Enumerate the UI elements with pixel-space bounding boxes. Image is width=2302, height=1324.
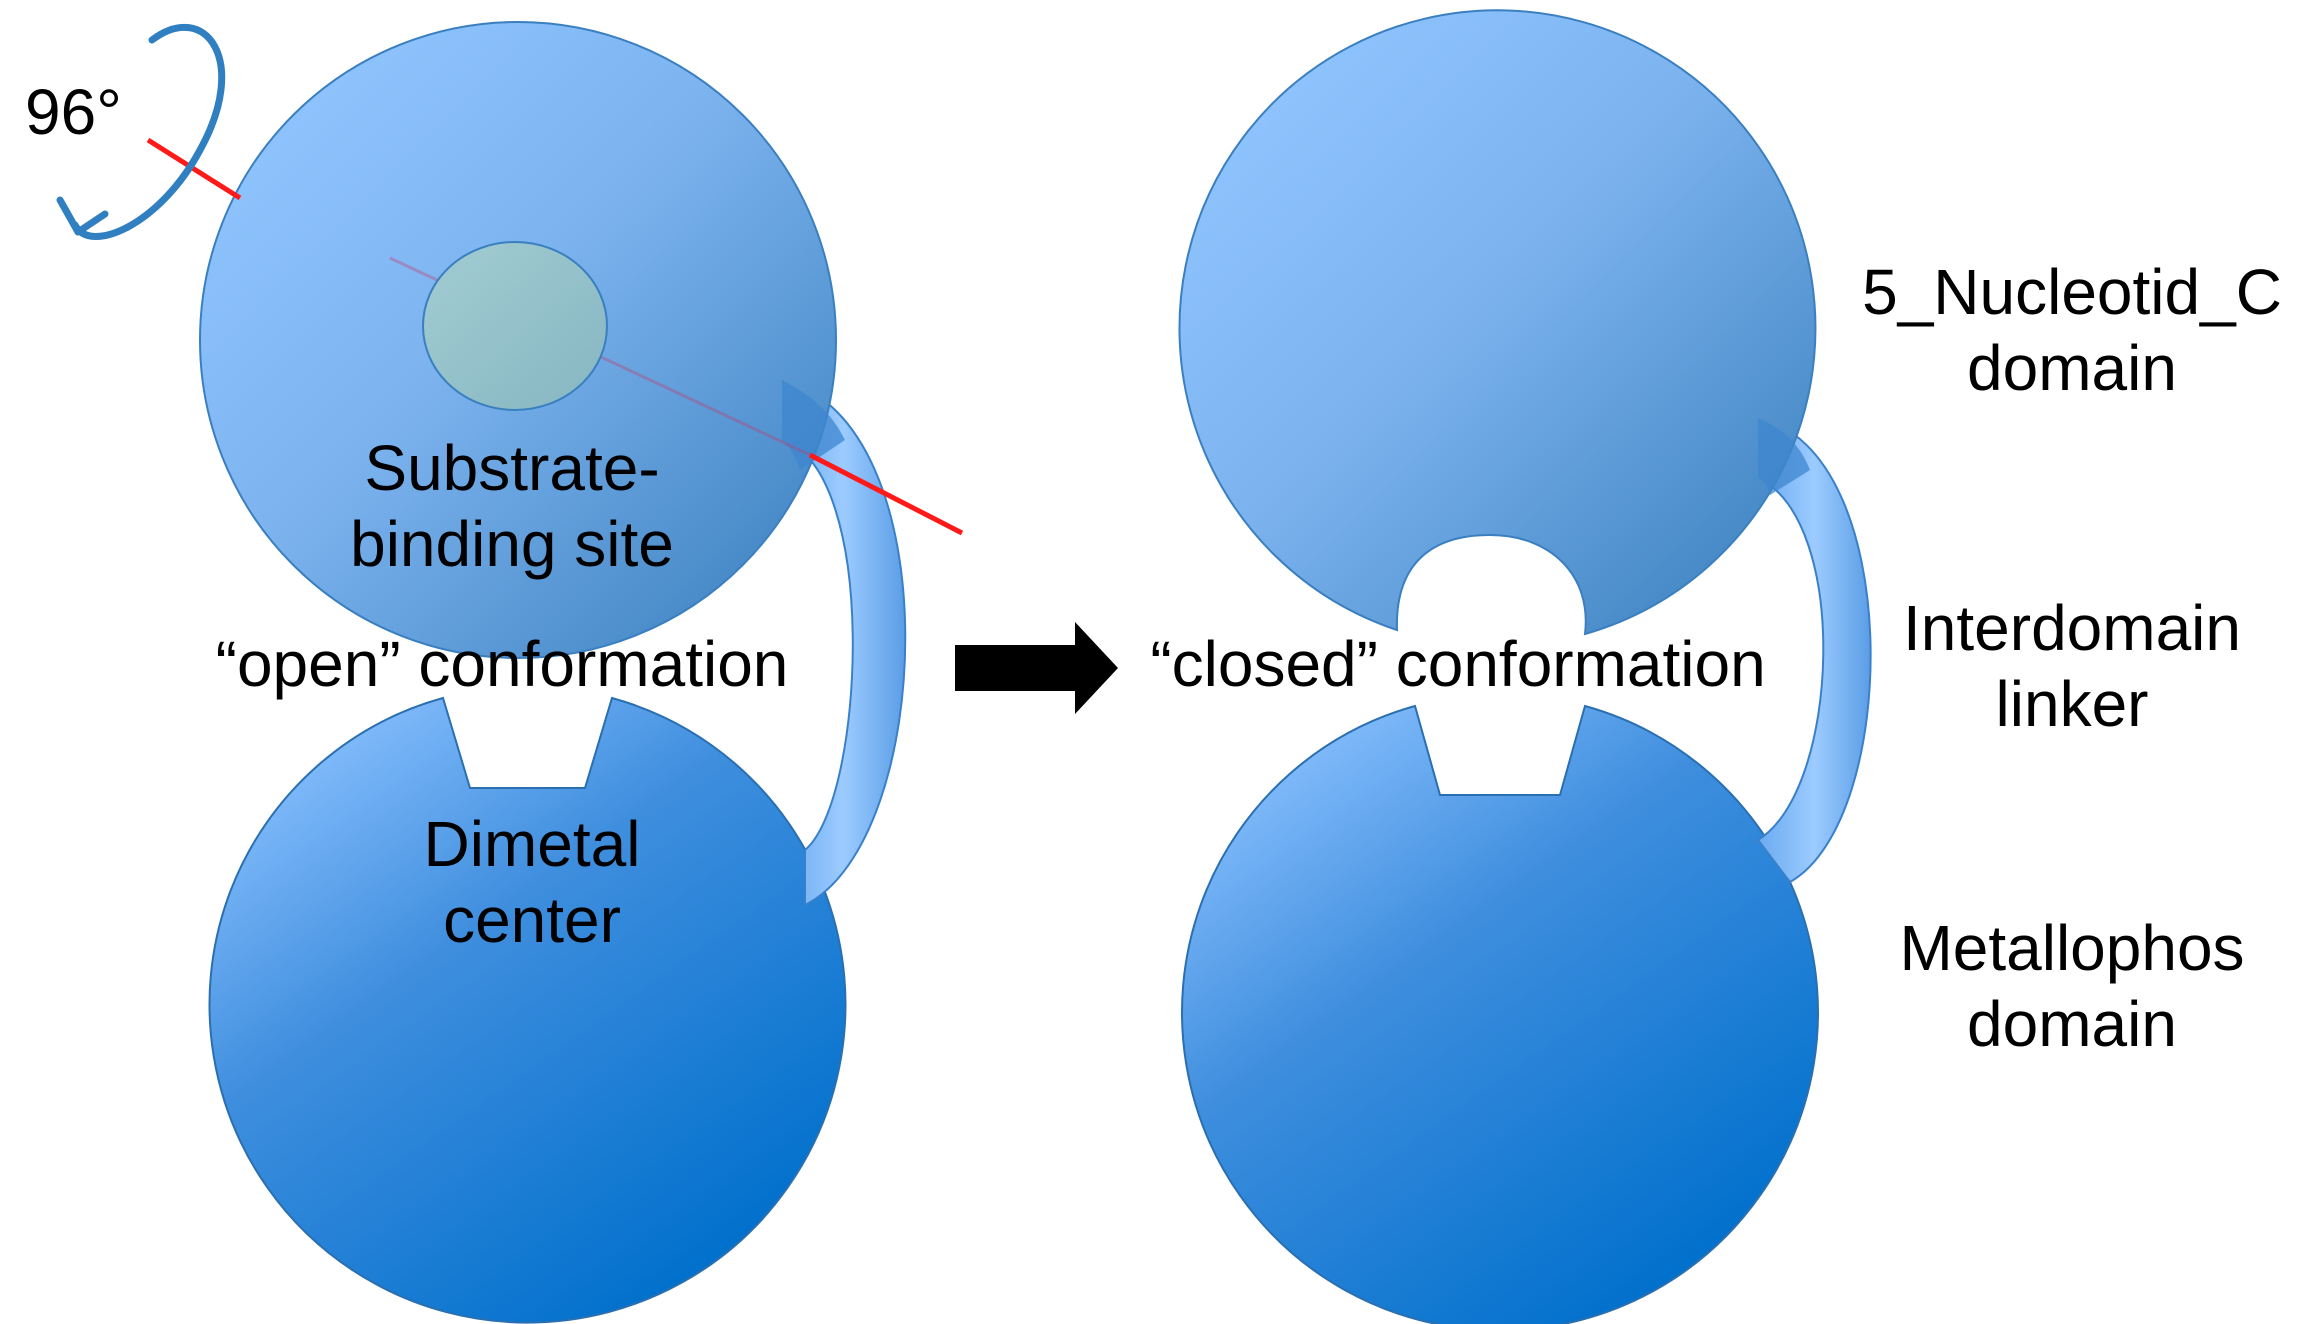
transition-arrow-icon [955, 622, 1118, 714]
closed-linker-junction [1758, 418, 1810, 495]
top-domain-label-line1: 5_Nucleotid_C [1862, 256, 2282, 328]
rotation-arrowhead-icon [56, 196, 109, 236]
closed-metallophos-domain [1181, 704, 1819, 1324]
substrate-site-label-line2: binding site [350, 508, 674, 580]
linker-label-line2: linker [1996, 668, 2149, 740]
open-metallophos-domain [208, 696, 847, 1324]
rotation-axis-outer-right [808, 452, 964, 536]
rotation-indicator: 96° [25, 24, 226, 240]
rotation-angle-label: 96° [25, 76, 122, 148]
rotation-arrow-icon [71, 24, 226, 240]
closed-conformation-label: “closed” conformation [1150, 628, 1765, 700]
bottom-domain-label-line2: domain [1967, 988, 2177, 1060]
substrate-binding-site [422, 241, 608, 411]
linker-label-line1: Interdomain [1903, 592, 2241, 664]
rotation-axis-outer-left [146, 137, 242, 201]
closed-conformation: “closed” conformation [1150, 9, 1872, 1324]
dimetal-center-label-line1: Dimetal [424, 808, 641, 880]
closed-5-nucleotid-c-domain [1178, 9, 1817, 636]
closed-interdomain-linker [1756, 416, 1872, 884]
top-domain-label-line2: domain [1967, 332, 2177, 404]
open-conformation: Substrate- binding site “open” conformat… [146, 21, 964, 1324]
open-conformation-label: “open” conformation [216, 628, 789, 700]
substrate-site-label-line1: Substrate- [364, 432, 659, 504]
legend-labels: 5_Nucleotid_C domain Interdomain linker … [1862, 256, 2282, 1060]
bottom-domain-label-line1: Metallophos [1899, 912, 2244, 984]
open-interdomain-linker [781, 378, 907, 907]
dimetal-center-label-line2: center [443, 884, 621, 956]
open-linker-junction [782, 380, 845, 470]
